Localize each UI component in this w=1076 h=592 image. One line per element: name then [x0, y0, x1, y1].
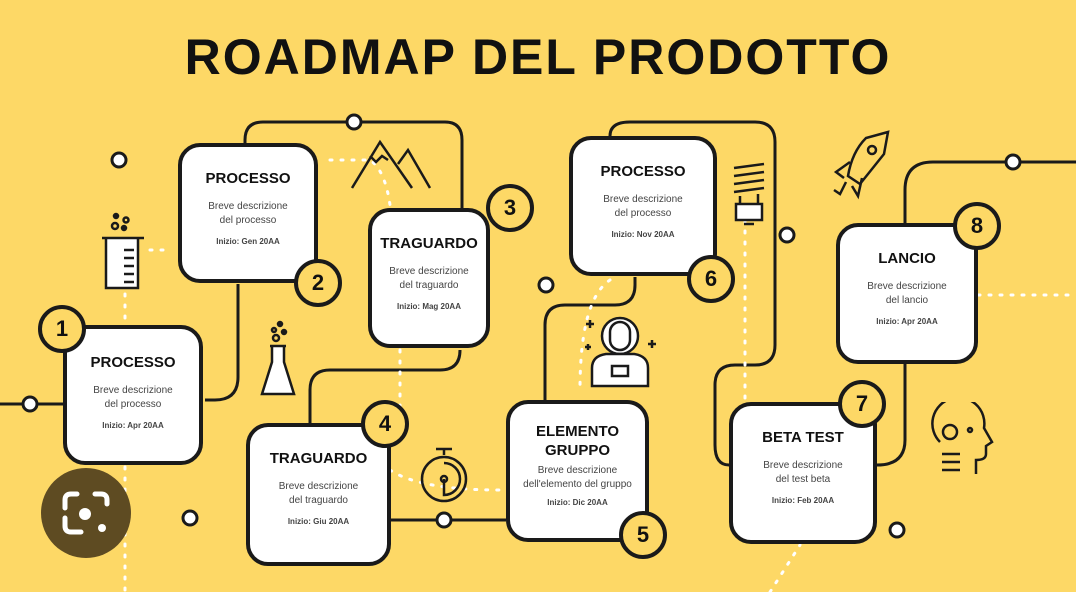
step-description: del traguardo	[289, 495, 348, 506]
stopwatch-icon	[420, 447, 468, 503]
lens-camera-icon	[62, 491, 110, 535]
step-title: BETA TEST	[762, 429, 844, 446]
step-description: Breve descrizione	[603, 194, 683, 205]
step-description: del test beta	[775, 474, 831, 485]
step-number-badge: 3	[486, 184, 534, 232]
head-brain-icon	[931, 402, 994, 474]
step-title: ELEMENTO GRUPPO	[535, 423, 620, 459]
step-number-badge: 8	[953, 202, 1001, 250]
step-start-date: Inizio: Dic 20AA	[547, 498, 608, 507]
step-number-badge: 2	[294, 259, 342, 307]
step-description: del processo	[104, 399, 162, 410]
step-start-date: Inizio: Mag 20AA	[396, 302, 461, 311]
beaker-icon	[102, 212, 144, 290]
mountain-icon	[350, 139, 432, 189]
visual-search-button[interactable]	[41, 468, 131, 558]
roadmap-step-1: PROCESSO Breve descrizione del processo I…	[63, 325, 203, 465]
step-description: Breve descrizione	[867, 281, 947, 292]
step-description: Breve descrizione	[93, 385, 173, 396]
step-start-date: Inizio: Nov 20AA	[611, 230, 675, 239]
flask-icon	[260, 320, 296, 396]
step-number-badge: 5	[619, 511, 667, 559]
step-title: TRAGUARDO	[269, 450, 368, 467]
astronaut-icon	[585, 316, 656, 388]
step-title: PROCESSO	[205, 170, 291, 187]
step-start-date: Inizio: Apr 20AA	[102, 421, 164, 430]
step-start-date: Inizio: Apr 20AA	[876, 317, 938, 326]
step-number-badge: 7	[838, 380, 886, 428]
step-description: Breve descrizione	[389, 266, 469, 277]
step-start-date: Inizio: Feb 20AA	[771, 496, 835, 505]
step-title: TRAGUARDO	[380, 235, 478, 252]
step-description: del lancio	[885, 295, 929, 306]
roadmap-step-6: PROCESSO Breve descrizione del processo I…	[569, 136, 717, 276]
rocket-icon	[833, 130, 890, 200]
roadmap-step-8: LANCIO Breve descrizione del lancio Inizi…	[836, 223, 978, 364]
step-number-badge: 4	[361, 400, 409, 448]
step-description: del traguardo	[399, 280, 459, 291]
step-description: Breve descrizione	[208, 201, 288, 212]
step-start-date: Inizio: Gen 20AA	[216, 237, 280, 246]
step-description: Breve descrizione	[537, 465, 618, 476]
step-number-badge: 6	[687, 255, 735, 303]
step-title: LANCIO	[878, 250, 936, 267]
lightbulb-icon	[733, 162, 765, 226]
step-description: Breve descrizione	[278, 481, 359, 492]
step-number-badge: 1	[38, 305, 86, 353]
roadmap-step-2: PROCESSO Breve descrizione del processo I…	[178, 143, 318, 283]
roadmap-step-4: TRAGUARDO Breve descrizione del traguardo…	[246, 423, 391, 566]
step-title: PROCESSO	[600, 163, 686, 180]
step-start-date: Inizio: Giu 20AA	[287, 517, 350, 526]
page-title: ROADMAP DEL PRODOTTO	[184, 29, 892, 85]
step-description: dell'elemento del gruppo	[523, 479, 632, 490]
roadmap-step-3: TRAGUARDO Breve descrizione del traguardo…	[368, 208, 490, 348]
step-description: Breve descrizione	[763, 460, 843, 471]
step-title: PROCESSO	[90, 354, 176, 371]
step-description: del processo	[614, 208, 672, 219]
step-description: del processo	[219, 215, 277, 226]
